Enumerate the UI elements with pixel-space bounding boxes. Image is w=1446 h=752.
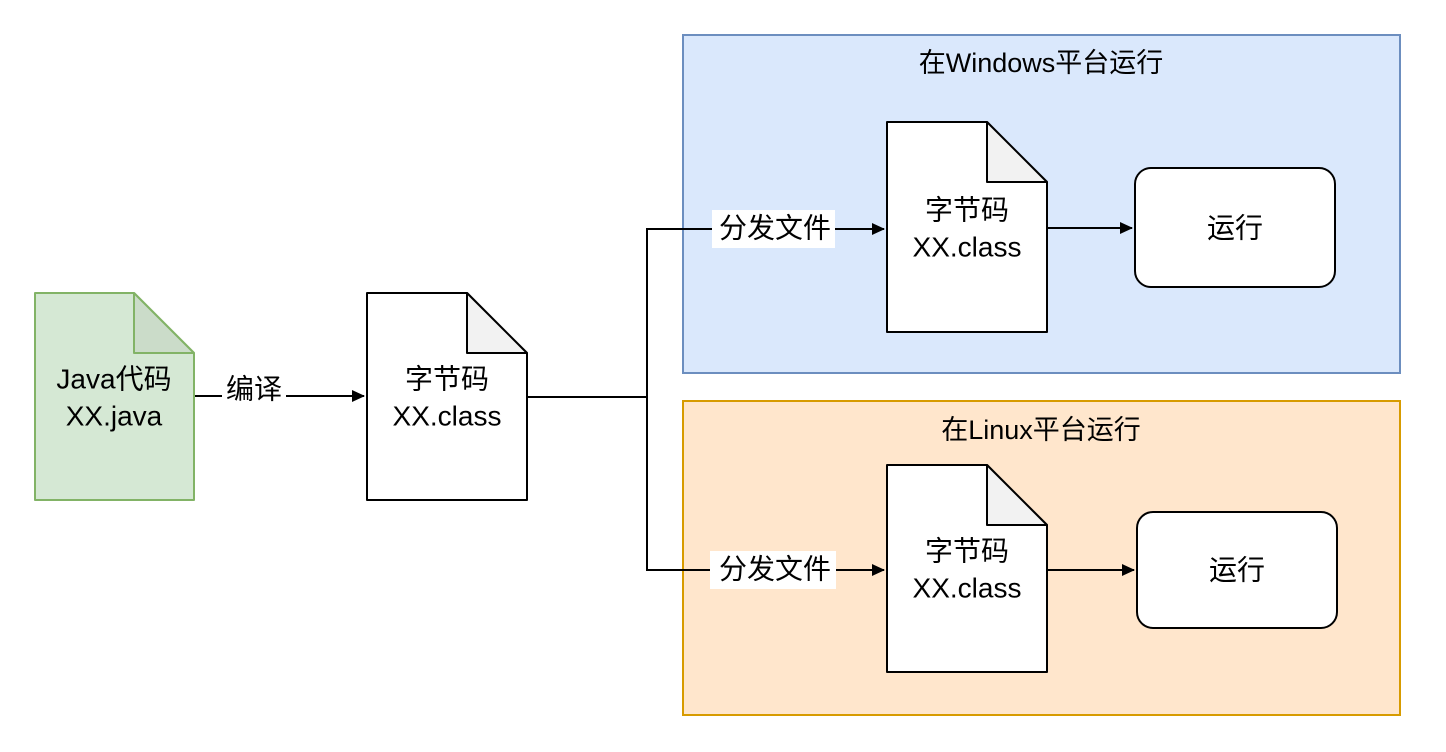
windows-run-label: 运行 [1207, 213, 1263, 244]
bytecode-label-line1: 字节码 [405, 364, 489, 395]
distribute-windows-edge-label: 分发文件 [719, 213, 831, 244]
java-source-label-line2: XX.java [66, 401, 163, 432]
windows-bytecode-document-fold-icon [986, 121, 1048, 183]
windows-bytecode-label-line1: 字节码 [925, 195, 1009, 226]
windows-bytecode-label-line2: XX.class [913, 232, 1022, 263]
linux-bytecode-label-line2: XX.class [913, 573, 1022, 604]
java-source-label-line1: Java代码 [56, 364, 171, 395]
linux-bytecode-document: 字节码 XX.class [886, 464, 1048, 673]
compile-label-bg [222, 370, 286, 408]
compile-edge-label: 编译 [226, 374, 282, 405]
bytecode-document: 字节码 XX.class [366, 292, 528, 501]
linux-run-node: 运行 [1136, 511, 1338, 629]
linux-container-title: 在Linux平台运行 [941, 415, 1141, 445]
windows-run-node: 运行 [1134, 167, 1336, 288]
linux-bytecode-label-line1: 字节码 [925, 536, 1009, 567]
bytecode-document-fold-icon [466, 292, 528, 354]
windows-run-node-shape [1134, 167, 1336, 288]
distribute-linux-label-bg [710, 551, 836, 589]
java-source-document: Java代码 XX.java [34, 292, 195, 501]
linux-bytecode-document-fold-icon [986, 464, 1048, 526]
linux-run-label: 运行 [1209, 555, 1265, 586]
distribute-linux-edge-label: 分发文件 [719, 554, 831, 585]
windows-bytecode-document: 字节码 XX.class [886, 121, 1048, 333]
java-source-document-fold-icon [133, 292, 195, 354]
bytecode-label-line2: XX.class [393, 401, 502, 432]
windows-container-title: 在Windows平台运行 [919, 48, 1164, 78]
distribute-windows-label-bg [712, 210, 835, 248]
linux-run-node-shape [1136, 511, 1338, 629]
